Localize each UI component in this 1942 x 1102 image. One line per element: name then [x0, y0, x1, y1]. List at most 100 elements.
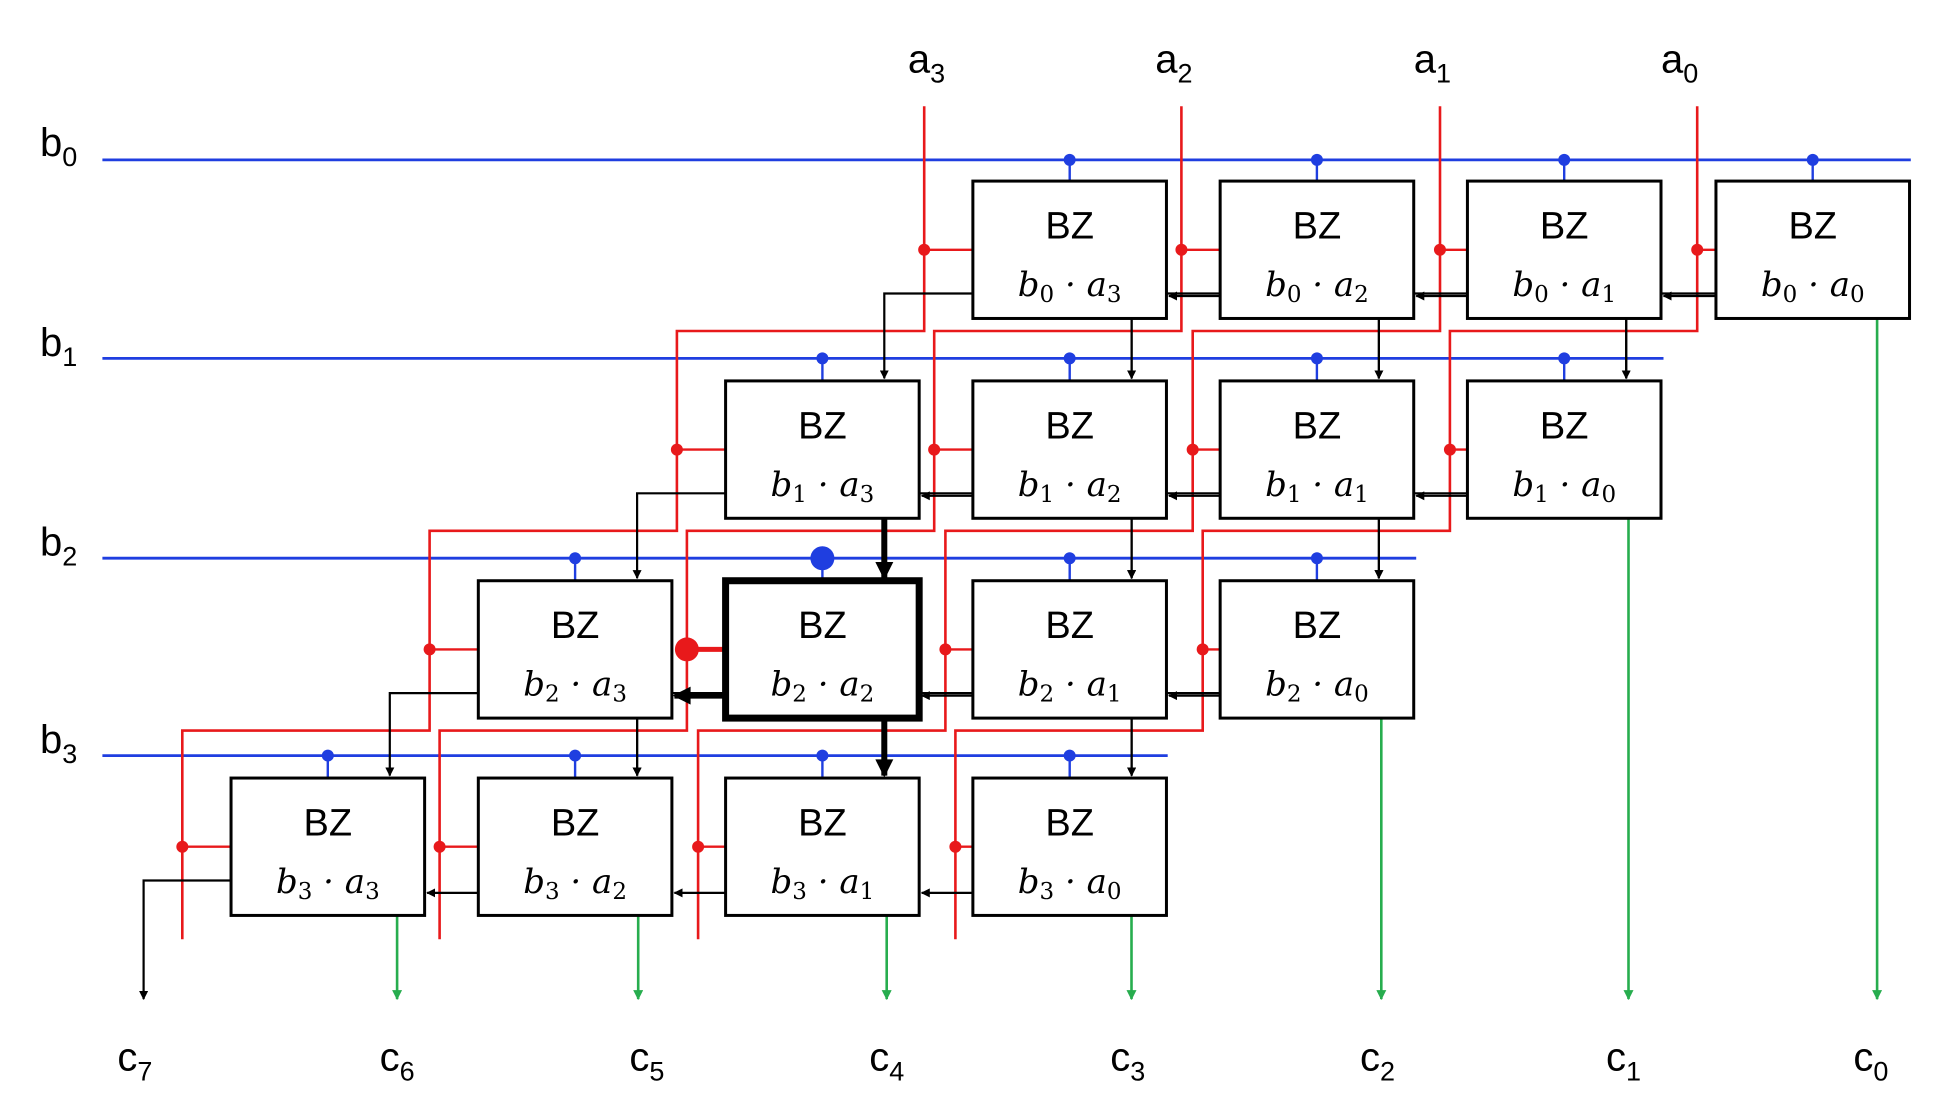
b-tap-dot — [1558, 352, 1571, 365]
bz-cell-label: BZ — [551, 802, 600, 844]
a-tap-dot — [1175, 243, 1188, 256]
output-label: c6 — [380, 1035, 415, 1086]
output-label: c4 — [869, 1035, 904, 1086]
a-input-label: a1 — [1414, 37, 1451, 88]
bz-cell-label: BZ — [1045, 802, 1094, 844]
bz-cell-box — [229, 776, 427, 917]
a-signal-line-3 — [954, 106, 1699, 940]
a-input-label: a2 — [1155, 37, 1192, 88]
a-tap-dot — [949, 840, 962, 853]
bz-cell-box — [1218, 179, 1416, 320]
bz-cell-product: b1 · a2 — [1018, 465, 1122, 508]
a-tap-dot — [423, 643, 436, 656]
a-tap-dot — [1196, 643, 1209, 656]
bz-cell-box — [971, 379, 1168, 520]
carry-and-output-wires — [139, 291, 1883, 1001]
bz-cell-product: b0 · a0 — [1761, 265, 1865, 308]
bz-cell-label: BZ — [1293, 206, 1342, 248]
bz-cell-box — [1465, 379, 1663, 520]
bz-cell: BZ b0 · a0 — [1714, 179, 1912, 320]
bz-cell-label: BZ — [304, 802, 353, 844]
b-tap-dot — [810, 546, 835, 571]
a-tap-dot — [433, 840, 446, 853]
bz-cell-label: BZ — [1540, 206, 1589, 248]
a-tap-dot — [939, 643, 952, 656]
bz-cell-label: BZ — [798, 405, 847, 447]
bz-cell-product: b1 · a0 — [1512, 465, 1616, 508]
bz-cell-product: b3 · a1 — [771, 862, 875, 905]
bz-cell-box — [971, 579, 1168, 720]
a-signal-lines — [176, 106, 1716, 940]
output-label: c7 — [117, 1035, 152, 1086]
b-tap-dot — [569, 552, 582, 565]
bz-cell: BZ b1 · a0 — [1465, 379, 1663, 520]
bz-cell-box — [476, 579, 674, 720]
a-tap-dot — [1443, 443, 1456, 456]
bz-cell-label: BZ — [1540, 405, 1589, 447]
a-signal-line-2 — [696, 106, 1442, 940]
bz-cell-box — [1218, 579, 1416, 720]
b-tap-dot — [1063, 552, 1076, 565]
bz-cell-box — [971, 179, 1168, 320]
bz-cell-label: BZ — [1293, 405, 1342, 447]
bz-cell-product: b2 · a3 — [523, 665, 627, 708]
bz-cell: BZ b1 · a3 — [724, 379, 921, 520]
b-tap-dot — [816, 352, 829, 365]
bz-cell-product: b3 · a0 — [1018, 862, 1122, 905]
bz-cell-label: BZ — [798, 605, 847, 647]
bz-cell: BZ b3 · a2 — [476, 776, 674, 917]
bz-cell: BZ b3 · a0 — [971, 776, 1168, 917]
a-tap-dot — [176, 840, 189, 853]
output-label: c0 — [1853, 1035, 1888, 1086]
bz-cell-product: b0 · a3 — [1018, 265, 1122, 308]
a-tap-dot — [1186, 443, 1199, 456]
bz-cell-product: b3 · a2 — [523, 862, 627, 905]
bz-cell-box — [476, 776, 674, 917]
b-tap-dot — [1310, 352, 1323, 365]
bz-cell-label: BZ — [798, 802, 847, 844]
bz-cell-product: b1 · a3 — [771, 465, 875, 508]
a-tap-dot — [692, 840, 705, 853]
b-tap-dot — [1310, 153, 1323, 166]
bz-cell: BZ b2 · a1 — [971, 579, 1168, 720]
output-label: c1 — [1606, 1035, 1641, 1086]
bz-cell-box — [1465, 179, 1663, 320]
carry-down-arrow — [879, 292, 973, 380]
b-tap-dot — [816, 749, 829, 762]
b-tap-dot — [1063, 352, 1076, 365]
a-input-label: a3 — [908, 37, 945, 88]
a-tap-dot — [928, 443, 941, 456]
b-input-label: b2 — [40, 521, 77, 572]
b-tap-dot — [1063, 153, 1076, 166]
bz-cell-box — [1714, 179, 1912, 320]
bz-cell-label: BZ — [1045, 605, 1094, 647]
bz-cell-label: BZ — [551, 605, 600, 647]
bz-cell-box — [724, 776, 921, 917]
a-tap-dot — [670, 443, 683, 456]
b-tap-dot — [569, 749, 582, 762]
bz-cell: BZ b2 · a3 — [476, 579, 674, 720]
b-tap-dot — [1310, 552, 1323, 565]
bz-cell-box — [971, 776, 1168, 917]
a-tap-dot — [918, 243, 931, 256]
b-tap-dot — [1806, 153, 1819, 166]
a-input-label: a0 — [1661, 37, 1698, 88]
carry-down-arrow — [632, 492, 726, 580]
carry-down-arrow — [385, 691, 479, 777]
output-label: c5 — [629, 1035, 664, 1086]
output-label: c2 — [1360, 1035, 1395, 1086]
a-tap-dot — [1433, 243, 1446, 256]
a-tap-dot — [674, 637, 699, 662]
bz-cell-label: BZ — [1788, 206, 1837, 248]
bz-cell-product: b2 · a1 — [1018, 665, 1122, 708]
bz-cell-product: b2 · a0 — [1265, 665, 1369, 708]
bz-cell-label: BZ — [1045, 405, 1094, 447]
